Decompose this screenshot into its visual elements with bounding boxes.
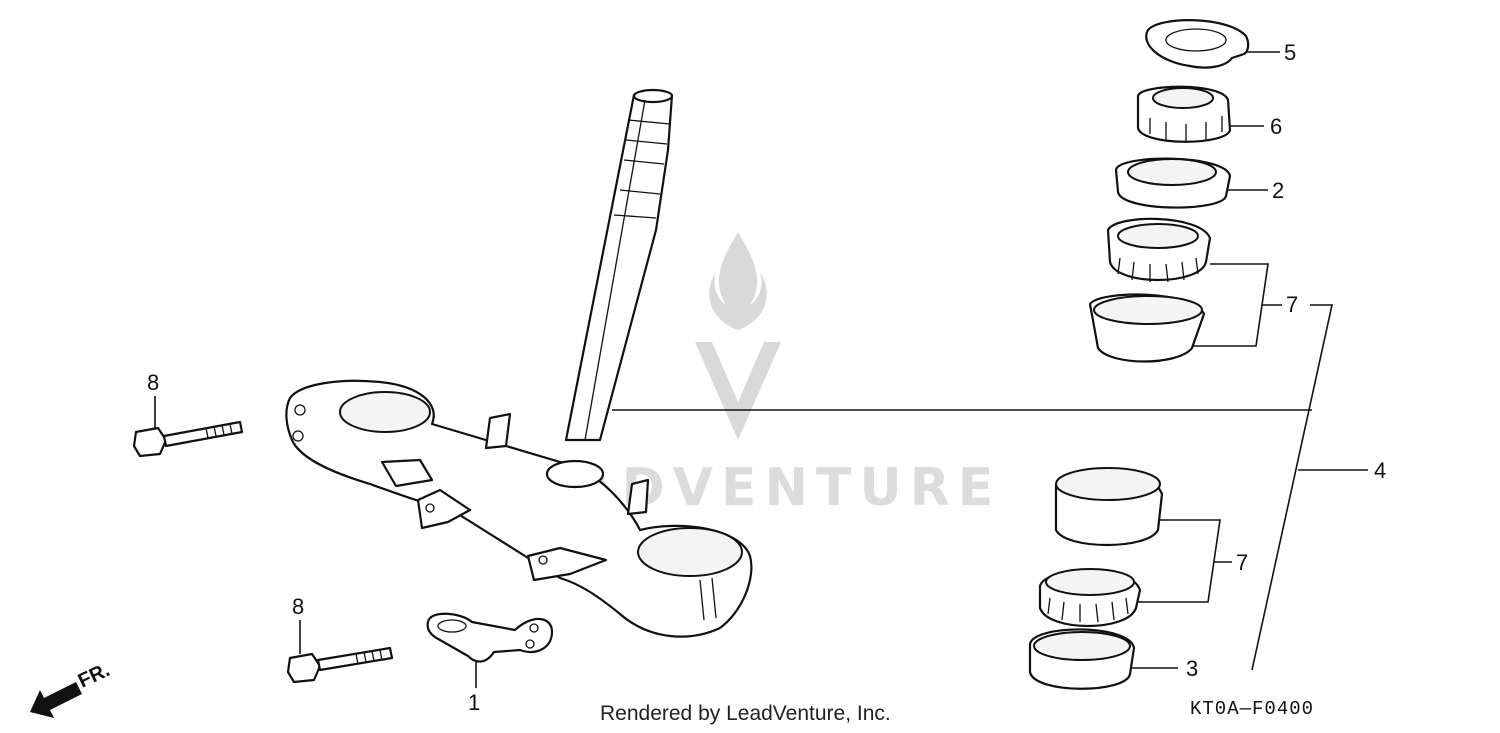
rendered-by-text: Rendered by LeadVenture, Inc. <box>600 702 891 725</box>
callout-4: 4 <box>1374 458 1386 483</box>
part-5-lock-washer <box>1145 19 1280 69</box>
bolt-upper <box>132 396 244 458</box>
callout-1: 1 <box>468 690 480 715</box>
front-indicator: FR. <box>30 659 113 718</box>
callout-3: 3 <box>1186 656 1198 681</box>
callout-7-upper: 7 <box>1286 292 1298 317</box>
bolt-lower <box>286 620 394 684</box>
callout-6: 6 <box>1270 114 1282 139</box>
part-7-upper-bearing <box>1088 217 1282 363</box>
part-6-lock-nut <box>1136 85 1264 143</box>
callout-2: 2 <box>1272 178 1284 203</box>
front-label: FR. <box>75 659 113 693</box>
part-1-bracket <box>426 612 554 688</box>
diagram-code: KT0A—F0400 <box>1190 698 1315 720</box>
callout-8-upper: 8 <box>147 370 159 395</box>
front-arrow-icon <box>30 682 82 718</box>
callout-5: 5 <box>1284 40 1296 65</box>
callout-8-lower: 8 <box>292 594 304 619</box>
part-2-dust-seal <box>1114 157 1268 209</box>
part-7-lower-bearing <box>1038 467 1232 628</box>
part-3-lower-seal <box>1028 628 1178 690</box>
steering-stem <box>564 88 674 442</box>
assembly-bracket-4 <box>612 304 1368 671</box>
bottom-bridge <box>285 379 753 638</box>
callout-7-lower: 7 <box>1236 550 1248 575</box>
